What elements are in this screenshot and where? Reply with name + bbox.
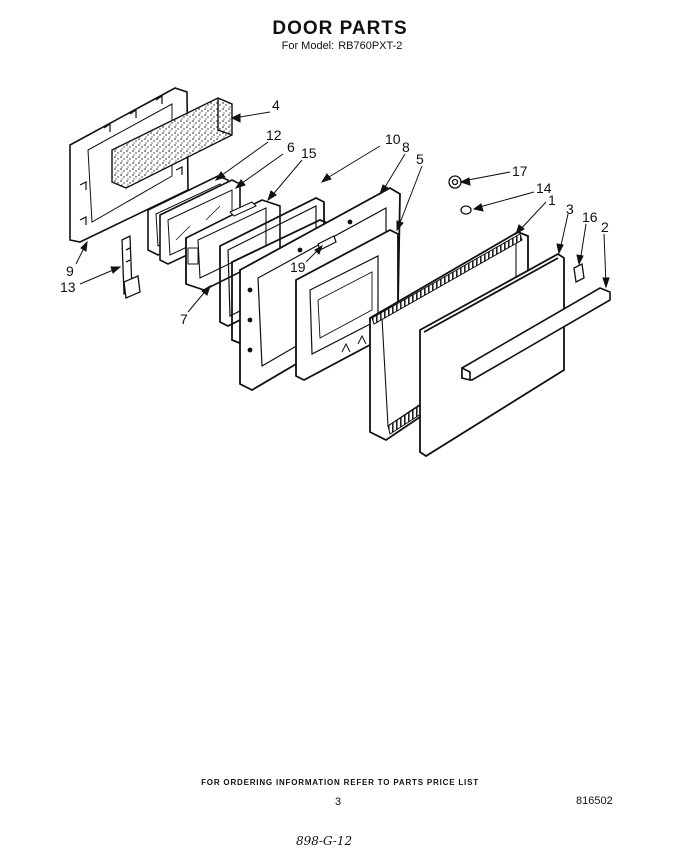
callout-5: 5 bbox=[416, 151, 424, 167]
handwritten-note: 898-G-12 bbox=[296, 834, 353, 848]
callout-2: 2 bbox=[601, 219, 609, 235]
part-handle-cap bbox=[573, 263, 585, 283]
model-number: RB760PXT-2 bbox=[338, 40, 403, 52]
callout-4: 4 bbox=[272, 97, 280, 113]
callout-3: 3 bbox=[566, 201, 574, 217]
page-title: DOOR PARTS bbox=[272, 18, 408, 39]
diagram-code: 816502 bbox=[576, 795, 613, 807]
model-label: For Model: bbox=[281, 40, 335, 52]
part-bumper bbox=[448, 175, 462, 189]
callout-15: 15 bbox=[301, 145, 317, 161]
callout-19: 19 bbox=[290, 259, 306, 275]
part-plug bbox=[460, 205, 472, 215]
callout-14: 14 bbox=[536, 180, 552, 196]
ordering-info: FOR ORDERING INFORMATION REFER TO PARTS … bbox=[201, 778, 479, 787]
callout-7: 7 bbox=[180, 311, 188, 327]
callout-1: 1 bbox=[548, 192, 556, 208]
callout-10: 10 bbox=[385, 131, 401, 147]
callout-8: 8 bbox=[402, 139, 410, 155]
part-handle bbox=[461, 287, 611, 382]
page-number: 3 bbox=[335, 796, 342, 808]
callout-16: 16 bbox=[582, 209, 598, 225]
callout-9: 9 bbox=[66, 263, 74, 279]
part-insulation bbox=[111, 97, 233, 189]
callout-13: 13 bbox=[60, 279, 76, 295]
callout-12: 12 bbox=[266, 127, 282, 143]
callout-17: 17 bbox=[512, 163, 528, 179]
model-line: For Model:RB760PXT-2 bbox=[0, 40, 680, 52]
callout-6: 6 bbox=[287, 139, 295, 155]
leader-lines bbox=[75, 111, 610, 313]
part-hinge bbox=[121, 234, 141, 299]
